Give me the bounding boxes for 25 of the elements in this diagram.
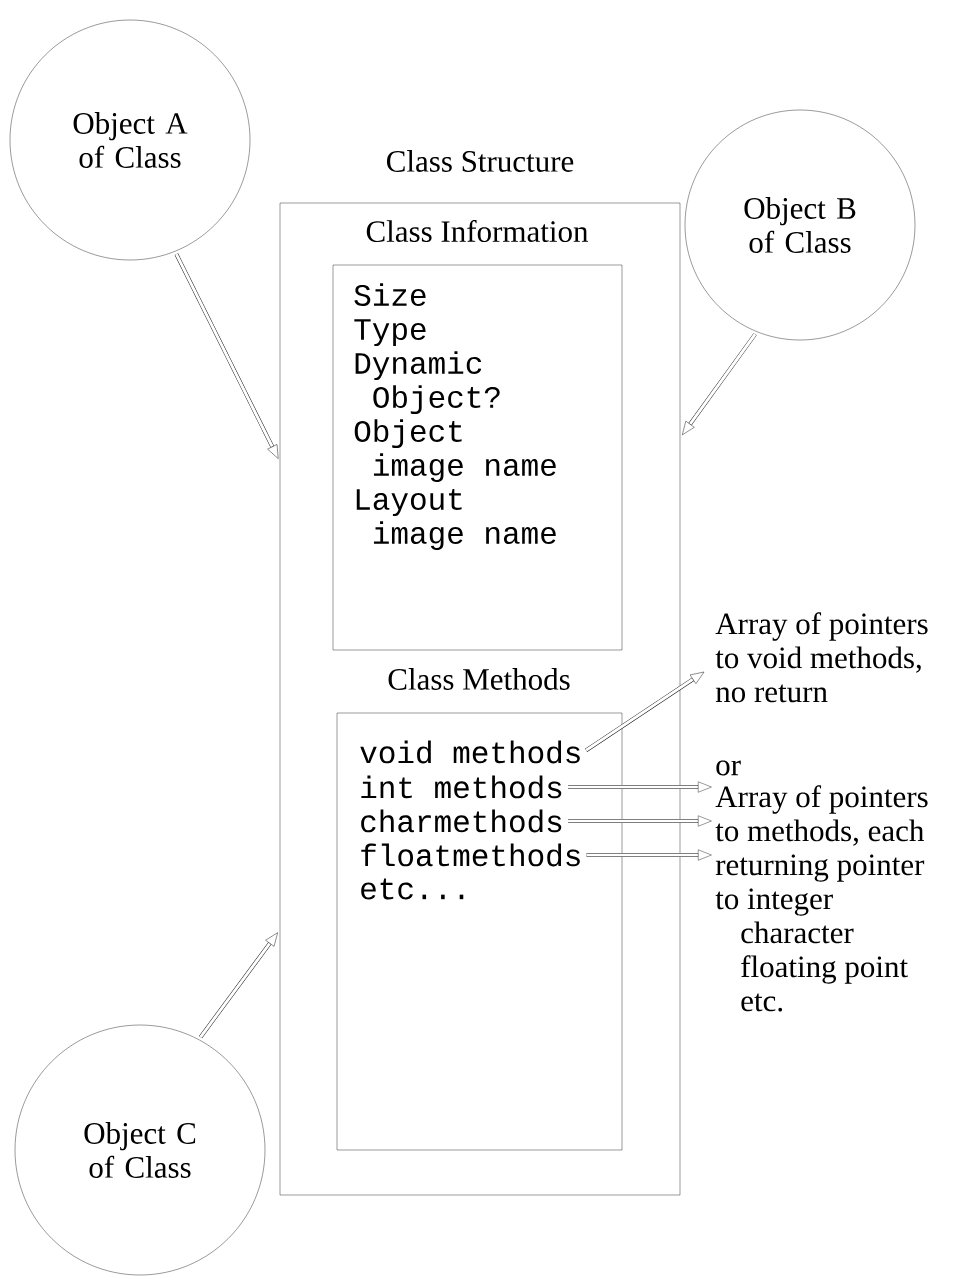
note-text: or [716, 760, 741, 776]
method-label: etc... [361, 878, 464, 900]
arrow [586, 849, 712, 861]
note-text: floating point [741, 955, 908, 984]
list-item: Object image name [354, 419, 556, 483]
box-heading: Class Information [366, 219, 589, 243]
list-item: Layout image name [356, 489, 556, 551]
arrow [682, 333, 757, 436]
box-heading: Class Methods [388, 668, 570, 690]
arrow [568, 815, 712, 827]
list-item: Dynamic Object? [355, 351, 500, 415]
note-text: Array of pointers to void methods, no return [715, 612, 928, 703]
arrow [174, 253, 279, 459]
box-heading: Class Structure [387, 150, 574, 172]
list-item: Size [354, 283, 426, 306]
note-text: character [741, 921, 854, 944]
method-label: int methods [361, 775, 562, 799]
method-label: floatmethods [361, 843, 580, 867]
arrow [568, 781, 712, 793]
method-label: charmethods [361, 809, 562, 833]
arrow [585, 671, 705, 752]
arrow [199, 932, 278, 1039]
note-text: etc. [741, 993, 783, 1012]
method-label: void methods [360, 740, 580, 764]
list-item: Type [354, 319, 426, 347]
